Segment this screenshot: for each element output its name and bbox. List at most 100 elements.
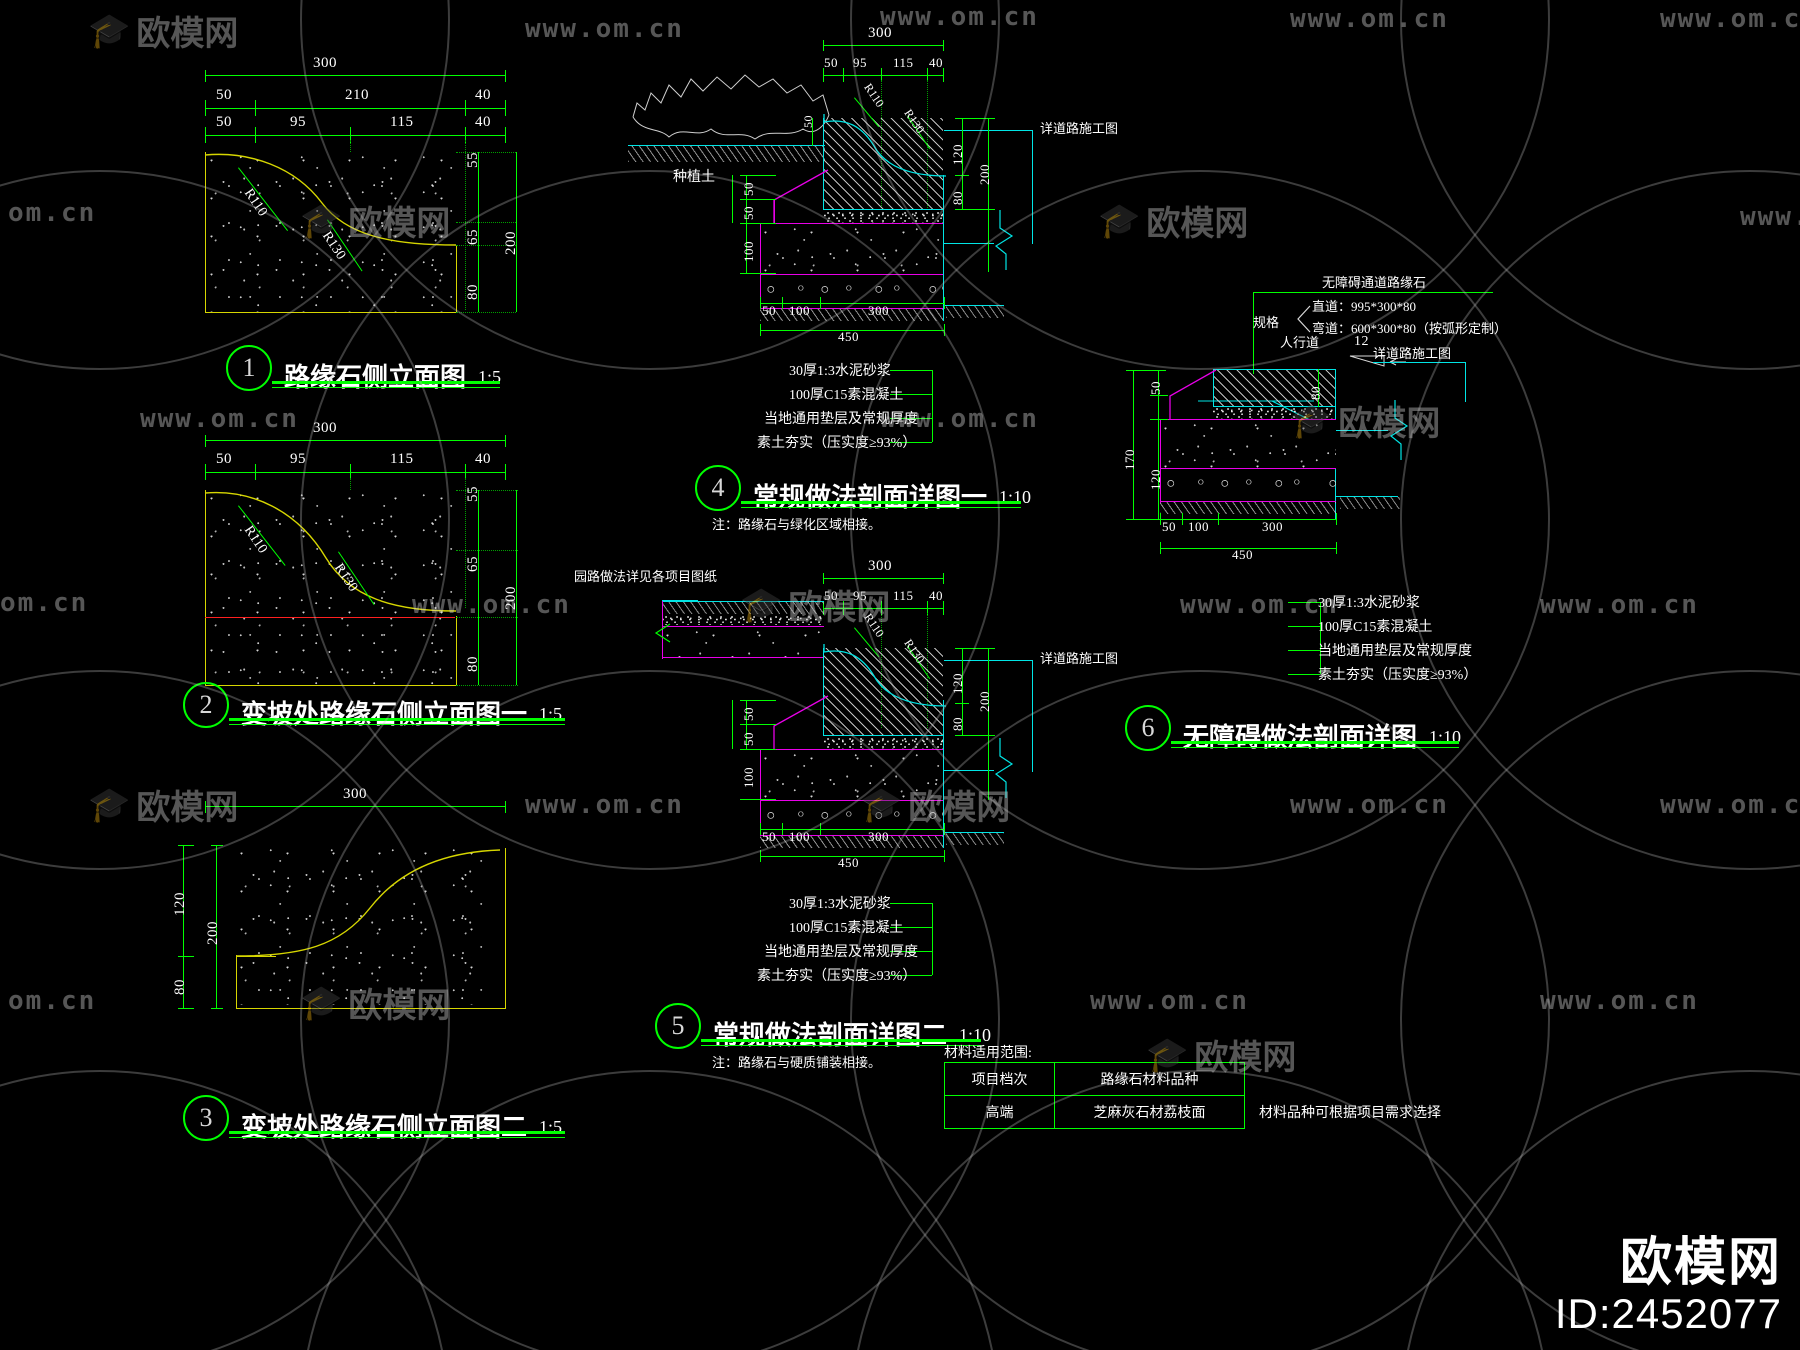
curb-profile-curve-v3 xyxy=(235,849,501,957)
watermark-logo: 🎓 欧模网 xyxy=(1098,196,1248,245)
concrete-base-v5 xyxy=(760,750,944,800)
dim-v6-b100: 100 xyxy=(1188,519,1209,534)
dim-v5-115: 115 xyxy=(893,588,914,603)
material-v4-0: 30厚1:3水泥砂浆 xyxy=(789,364,891,379)
dim-v3-120: 120 xyxy=(172,892,188,916)
base-edge-slope-v4 xyxy=(773,169,829,224)
watermark-url: www.om.cn xyxy=(1290,4,1449,34)
dim-v5-b300: 300 xyxy=(868,829,889,844)
mortar-layer-v5 xyxy=(824,737,943,749)
dim-v6-450: 450 xyxy=(1232,547,1253,562)
watermark-url: www.om.cn xyxy=(1090,986,1249,1016)
watermark-url: www.om.cn xyxy=(1180,590,1339,620)
dim-v5-50: 50 xyxy=(824,588,838,603)
spec-head-v6: 规格 xyxy=(1253,315,1280,330)
view-number-4: 4 xyxy=(695,465,741,511)
table-side-note: 材料品种可根据项目需求选择 xyxy=(1259,1106,1441,1121)
dim-v2-50: 50 xyxy=(216,451,232,467)
dim-v1-40b: 40 xyxy=(475,114,491,130)
view-title-1: 1 路缘石侧立面图 1:5 xyxy=(226,345,501,391)
base-edge-slope-v5 xyxy=(773,695,829,750)
dim-v2-40: 40 xyxy=(475,451,491,467)
view-title-5: 5 常规做法剖面详图二 1:10 xyxy=(655,1003,991,1049)
watermark-url: www.om.cn xyxy=(1540,986,1699,1016)
dim-v5-120: 120 xyxy=(950,673,965,694)
concrete-base-v4 xyxy=(760,224,944,274)
watermark-url: www.om.cn xyxy=(140,404,299,434)
label-garden-road-v5: 园路做法详见各项目图纸 xyxy=(574,569,718,584)
dim-v6-50: 50 xyxy=(1148,381,1163,395)
shrub-symbol-v4 xyxy=(632,74,830,140)
material-v6-1: 100厚C15素混凝土 xyxy=(1318,620,1433,635)
curb-profile-curve-v1 xyxy=(204,153,457,246)
dim-v2-200: 200 xyxy=(503,586,519,610)
table-header-tier: 项目档次 xyxy=(944,1062,1055,1096)
paving-bed-v5 xyxy=(662,615,824,625)
view-scale-4: 1:10 xyxy=(999,487,1032,507)
compacted-earth-v5 xyxy=(760,836,944,848)
view-number-5: 5 xyxy=(655,1003,701,1049)
dim-v4-left-50b: 50 xyxy=(741,206,756,220)
dim-v6-b50: 50 xyxy=(1162,519,1176,534)
curb-profile-curve-v2 xyxy=(204,491,457,612)
dim-v6-120: 120 xyxy=(1148,469,1163,490)
dim-v1-200: 200 xyxy=(503,231,519,255)
dim-v1-95: 95 xyxy=(290,114,306,130)
view-scale-1: 1:5 xyxy=(478,367,502,387)
dim-v3-80: 80 xyxy=(172,979,188,995)
table-header-material: 路缘石材料品种 xyxy=(1054,1062,1245,1096)
pavement-earth-v5 xyxy=(946,833,1004,845)
material-v5-1: 100厚C15素混凝土 xyxy=(789,921,904,936)
label-barrier-free-curb-v6: 无障碍通道路缘石 xyxy=(1322,275,1427,290)
dim-v5-450: 450 xyxy=(838,855,859,870)
radius-label-r110-v5: R110 xyxy=(861,610,888,640)
table-side-note-blank xyxy=(1245,1063,1475,1096)
dim-v4-200: 200 xyxy=(977,164,992,185)
pavement-earth-v4 xyxy=(946,306,1004,318)
material-v6-3: 素土夯实（压实度≥93%） xyxy=(1318,668,1478,683)
material-table: 项目档次 路缘石材料品种 高端 芝麻灰石材荔枝面 材料品种可根据项目需求选择 xyxy=(944,1062,1475,1129)
view-title-text-3: 变坡处路缘石侧立面图二 xyxy=(241,1113,528,1142)
watermark-logo-text: 欧模网 xyxy=(1146,205,1249,243)
brand-id: ID:2452077 xyxy=(1554,1289,1782,1337)
dim-v5-95: 95 xyxy=(853,588,867,603)
dim-v5-300: 300 xyxy=(868,558,892,574)
table-row: 高端 芝麻灰石材荔枝面 材料品种可根据项目需求选择 xyxy=(944,1095,1475,1129)
material-v4-3: 素土夯实（压实度≥93%） xyxy=(757,436,917,451)
dim-v5-b100: 100 xyxy=(789,829,810,844)
break-line-v6 xyxy=(1389,400,1409,460)
watermark-arc xyxy=(1400,170,1800,870)
material-v6-2: 当地通用垫层及常规厚度 xyxy=(1318,644,1472,659)
dim-v2-55: 55 xyxy=(465,486,481,502)
dim-v2-80: 80 xyxy=(465,656,481,672)
compacted-earth-v6 xyxy=(1160,502,1336,514)
dim-v1-40a: 40 xyxy=(475,87,491,103)
dim-v6-slope-12: 12 xyxy=(1354,334,1369,349)
watermark-url: www.om.cn xyxy=(525,790,684,820)
dim-v5-left-50b: 50 xyxy=(741,732,756,746)
view-scale-6: 1:10 xyxy=(1429,727,1462,747)
material-v6-0: 30厚1:3水泥砂浆 xyxy=(1318,596,1420,611)
view-title-2: 2 变坡处路缘石侧立面图一 1:5 xyxy=(183,682,562,728)
curb-block-v5 xyxy=(824,648,943,736)
watermark-short: om.cn xyxy=(8,986,97,1016)
view-number-2: 2 xyxy=(183,682,229,728)
label-road-construction-v4: 详道路施工图 xyxy=(1040,121,1119,136)
dim-v4-450: 450 xyxy=(838,329,859,344)
label-sidewalk-v6: 人行道 xyxy=(1280,335,1320,350)
material-v5-0: 30厚1:3水泥砂浆 xyxy=(789,897,891,912)
break-line-v5 xyxy=(994,738,1014,798)
table-cell-material-value: 芝麻灰石材荔枝面 xyxy=(1054,1095,1245,1129)
watermark-arc xyxy=(1400,0,1800,370)
dim-v2-115: 115 xyxy=(390,451,414,467)
base-edge-slope-v6 xyxy=(1169,369,1217,420)
dim-v6-170: 170 xyxy=(1122,449,1137,470)
table-row: 项目档次 路缘石材料品种 xyxy=(944,1062,1475,1096)
table-cell-tier-high: 高端 xyxy=(944,1095,1055,1129)
sofa-icon: 🎓 xyxy=(1098,201,1141,240)
watermark-logo-text: 欧模网 xyxy=(136,789,239,827)
label-planting-soil-v4: 种植土 xyxy=(673,170,715,185)
sofa-icon: 🎓 xyxy=(88,785,131,824)
dim-v4-b300: 300 xyxy=(868,303,889,318)
